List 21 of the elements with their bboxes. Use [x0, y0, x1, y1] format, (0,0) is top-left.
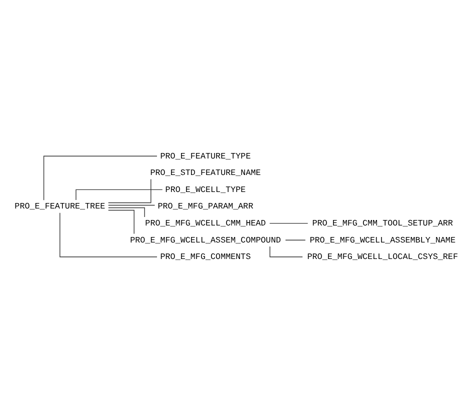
node-text: PRO_E_MFG_WCELL_CMM_HEAD	[145, 218, 266, 228]
connector	[76, 188, 163, 200]
connector	[108, 206, 145, 217]
connector	[270, 246, 303, 257]
connector	[285, 239, 306, 240]
node-text: PRO_E_FEATURE_TYPE	[160, 150, 251, 161]
connector	[60, 212, 158, 257]
connector	[43, 155, 158, 200]
node-text: PRO_E_MFG_WCELL_ASSEMBLY_NAME	[310, 234, 456, 245]
node-text: PRO_E_FEATURE_TREE	[14, 201, 106, 212]
node-text: PRO_E_MFG_WCELL_ASSEM_COMPOUND	[130, 234, 281, 245]
node-text: PRO_E_MFG_PARAM_ARR	[158, 201, 254, 212]
node-text: PRO_E_STD_FEATURE_NAME	[150, 168, 261, 178]
node-text: PRO_E_WCELL_TYPE	[165, 184, 246, 194]
connector	[108, 204, 156, 206]
node-text: PRO_E_MFG_CMM_TOOL_SETUP_ARR	[312, 218, 453, 228]
connector	[108, 178, 152, 203]
node-text: PRO_E_MFG_COMMENTS	[160, 252, 251, 262]
node-text: PRO_E_MFG_WCELL_LOCAL_CSYS_REF	[307, 252, 458, 262]
connector	[108, 209, 134, 234]
connector	[269, 222, 308, 224]
